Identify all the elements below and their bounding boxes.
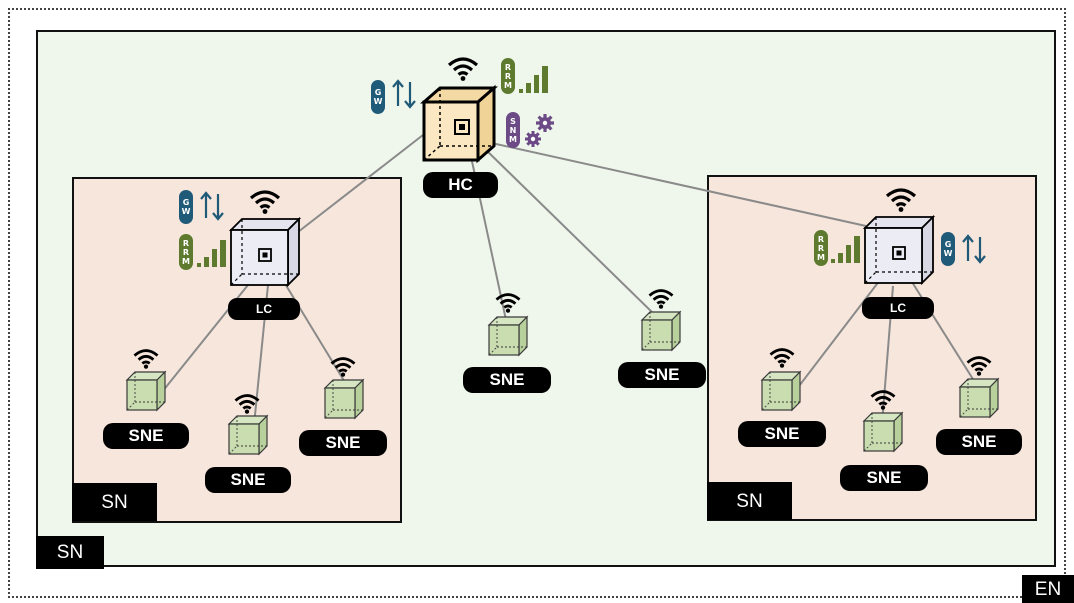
wifi-icon [769, 348, 795, 368]
sne-cube-icon[interactable] [125, 370, 167, 412]
sne-cube-icon[interactable] [862, 411, 904, 453]
wifi-icon [447, 57, 479, 81]
wifi-icon [885, 188, 917, 212]
wifi-icon [133, 349, 159, 369]
sne-label: SNE [738, 421, 826, 447]
hc-label: HC [423, 172, 498, 198]
sne-label: SNE [205, 467, 291, 493]
up-down-arrows-icon [392, 79, 416, 109]
signal-bars-icon [197, 240, 226, 267]
link-hc-sne-midright [483, 147, 656, 316]
signal-bars-icon [831, 236, 860, 263]
sn-left-tag: SN [72, 483, 157, 521]
chip-icon [454, 119, 470, 135]
sne-label: SNE [618, 362, 706, 388]
lc-left-cube-icon[interactable] [228, 216, 302, 288]
wifi-icon [249, 190, 281, 214]
wifi-icon [234, 394, 260, 414]
wifi-icon [330, 357, 356, 377]
sne-label: SNE [299, 430, 387, 456]
signal-bars-icon [519, 66, 548, 93]
en-boundary [8, 8, 1066, 598]
chip-icon [258, 248, 272, 262]
sne-cube-icon[interactable] [323, 378, 365, 420]
sne-cube-icon[interactable] [487, 315, 529, 357]
sne-label: SNE [463, 367, 551, 393]
wifi-icon [495, 293, 521, 313]
link-lc-left-sne-1 [161, 279, 253, 393]
lc-right-cube-icon[interactable] [862, 214, 936, 286]
hc-cube-icon[interactable] [420, 82, 498, 164]
lc-right-label: LC [862, 297, 934, 319]
wifi-icon [648, 289, 674, 309]
sne-cube-icon[interactable] [227, 414, 269, 456]
gears-icon [525, 114, 554, 147]
up-down-arrows-icon [200, 191, 224, 221]
sne-label: SNE [840, 465, 928, 491]
sne-label: SNE [936, 429, 1022, 455]
sne-label: SNE [103, 423, 189, 449]
sne-cube-icon[interactable] [640, 310, 682, 352]
en-tag: EN [1022, 575, 1074, 603]
sn-right-tag: SN [707, 482, 792, 520]
lc-left-label: LC [228, 298, 300, 320]
link-hc-lc-left [297, 127, 433, 233]
sne-cube-icon[interactable] [958, 377, 1000, 419]
link-hc-lc-right [477, 139, 867, 227]
sn-outer-tag: SN [36, 536, 104, 569]
sne-cube-icon[interactable] [760, 370, 802, 412]
chip-icon [892, 246, 906, 260]
wifi-icon [966, 356, 992, 376]
wifi-icon [870, 390, 896, 410]
up-down-arrows-icon [962, 234, 986, 264]
